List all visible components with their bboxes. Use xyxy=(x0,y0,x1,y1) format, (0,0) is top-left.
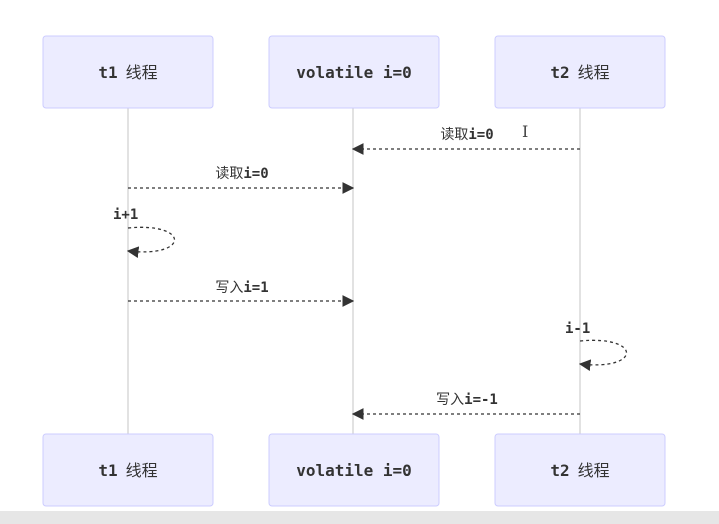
actor-volatile-name: volatile i=0 xyxy=(296,63,412,82)
message-t1-write-prefix: 写入 xyxy=(215,280,243,296)
message-t1-incr-expr: i+1 xyxy=(113,207,138,223)
message-t2-write-expr: i=-1 xyxy=(464,392,498,408)
svg-text:读取i=0: 读取i=0 xyxy=(440,126,493,143)
svg-text:写入i=-1: 写入i=-1 xyxy=(436,392,498,408)
message-t1-write-expr: i=1 xyxy=(243,280,268,296)
svg-text:读取i=0: 读取i=0 xyxy=(215,165,268,182)
actor-t1-name-bottom: t1 xyxy=(98,461,117,480)
bottom-bar xyxy=(0,511,719,524)
actor-t1-name: t1 xyxy=(98,63,117,82)
actor-t1-suffix-bottom: 线程 xyxy=(126,461,158,480)
message-t1-increment: i+1 xyxy=(113,207,175,258)
message-t1-read: 读取i=0 xyxy=(128,165,355,194)
actor-volatile-top: volatile i=0 xyxy=(268,35,440,109)
text-cursor-icon: I xyxy=(522,122,528,141)
actor-volatile-name-bottom: volatile i=0 xyxy=(296,461,412,480)
message-t2-decr-expr: i-1 xyxy=(565,321,590,337)
actor-t2-suffix: 线程 xyxy=(578,63,610,82)
message-t2-write-prefix: 写入 xyxy=(436,392,464,408)
actor-t1-top: t1 线程 xyxy=(42,35,214,109)
message-t1-read-expr: i=0 xyxy=(243,166,268,182)
message-t2-decrement: i-1 xyxy=(565,321,627,371)
actor-t2-name-bottom: t2 xyxy=(550,461,569,480)
actor-t2-name: t2 xyxy=(550,63,569,82)
actor-t1-bottom: t1 线程 xyxy=(42,433,214,507)
actor-volatile-bottom: volatile i=0 xyxy=(268,433,440,507)
message-t2-write: 写入i=-1 xyxy=(351,392,580,420)
actor-t2-top: t2 线程 xyxy=(494,35,666,109)
message-t2-read-prefix: 读取 xyxy=(440,126,468,143)
message-t1-read-prefix: 读取 xyxy=(215,165,243,182)
message-t2-read: 读取i=0 xyxy=(351,126,580,155)
message-t2-read-expr: i=0 xyxy=(468,127,493,143)
message-t1-write: 写入i=1 xyxy=(128,280,355,307)
actor-t2-bottom: t2 线程 xyxy=(494,433,666,507)
svg-text:写入i=1: 写入i=1 xyxy=(215,280,268,296)
actor-t1-suffix: 线程 xyxy=(126,63,158,82)
actor-t2-suffix-bottom: 线程 xyxy=(578,461,610,480)
